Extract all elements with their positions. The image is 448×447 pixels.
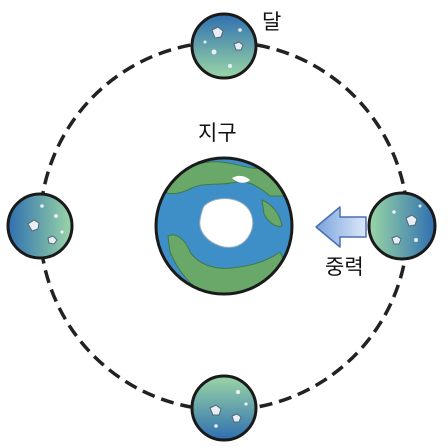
earth-label: 지구 (198, 121, 237, 145)
moon-left (6, 192, 74, 260)
moon-right (367, 191, 437, 261)
gravity-label: 중력 (325, 255, 364, 279)
moon-top (190, 12, 258, 80)
gravity-arrow (315, 206, 367, 248)
moon-bottom (190, 374, 258, 442)
moon-label: 달 (262, 10, 282, 34)
earth (154, 156, 294, 296)
